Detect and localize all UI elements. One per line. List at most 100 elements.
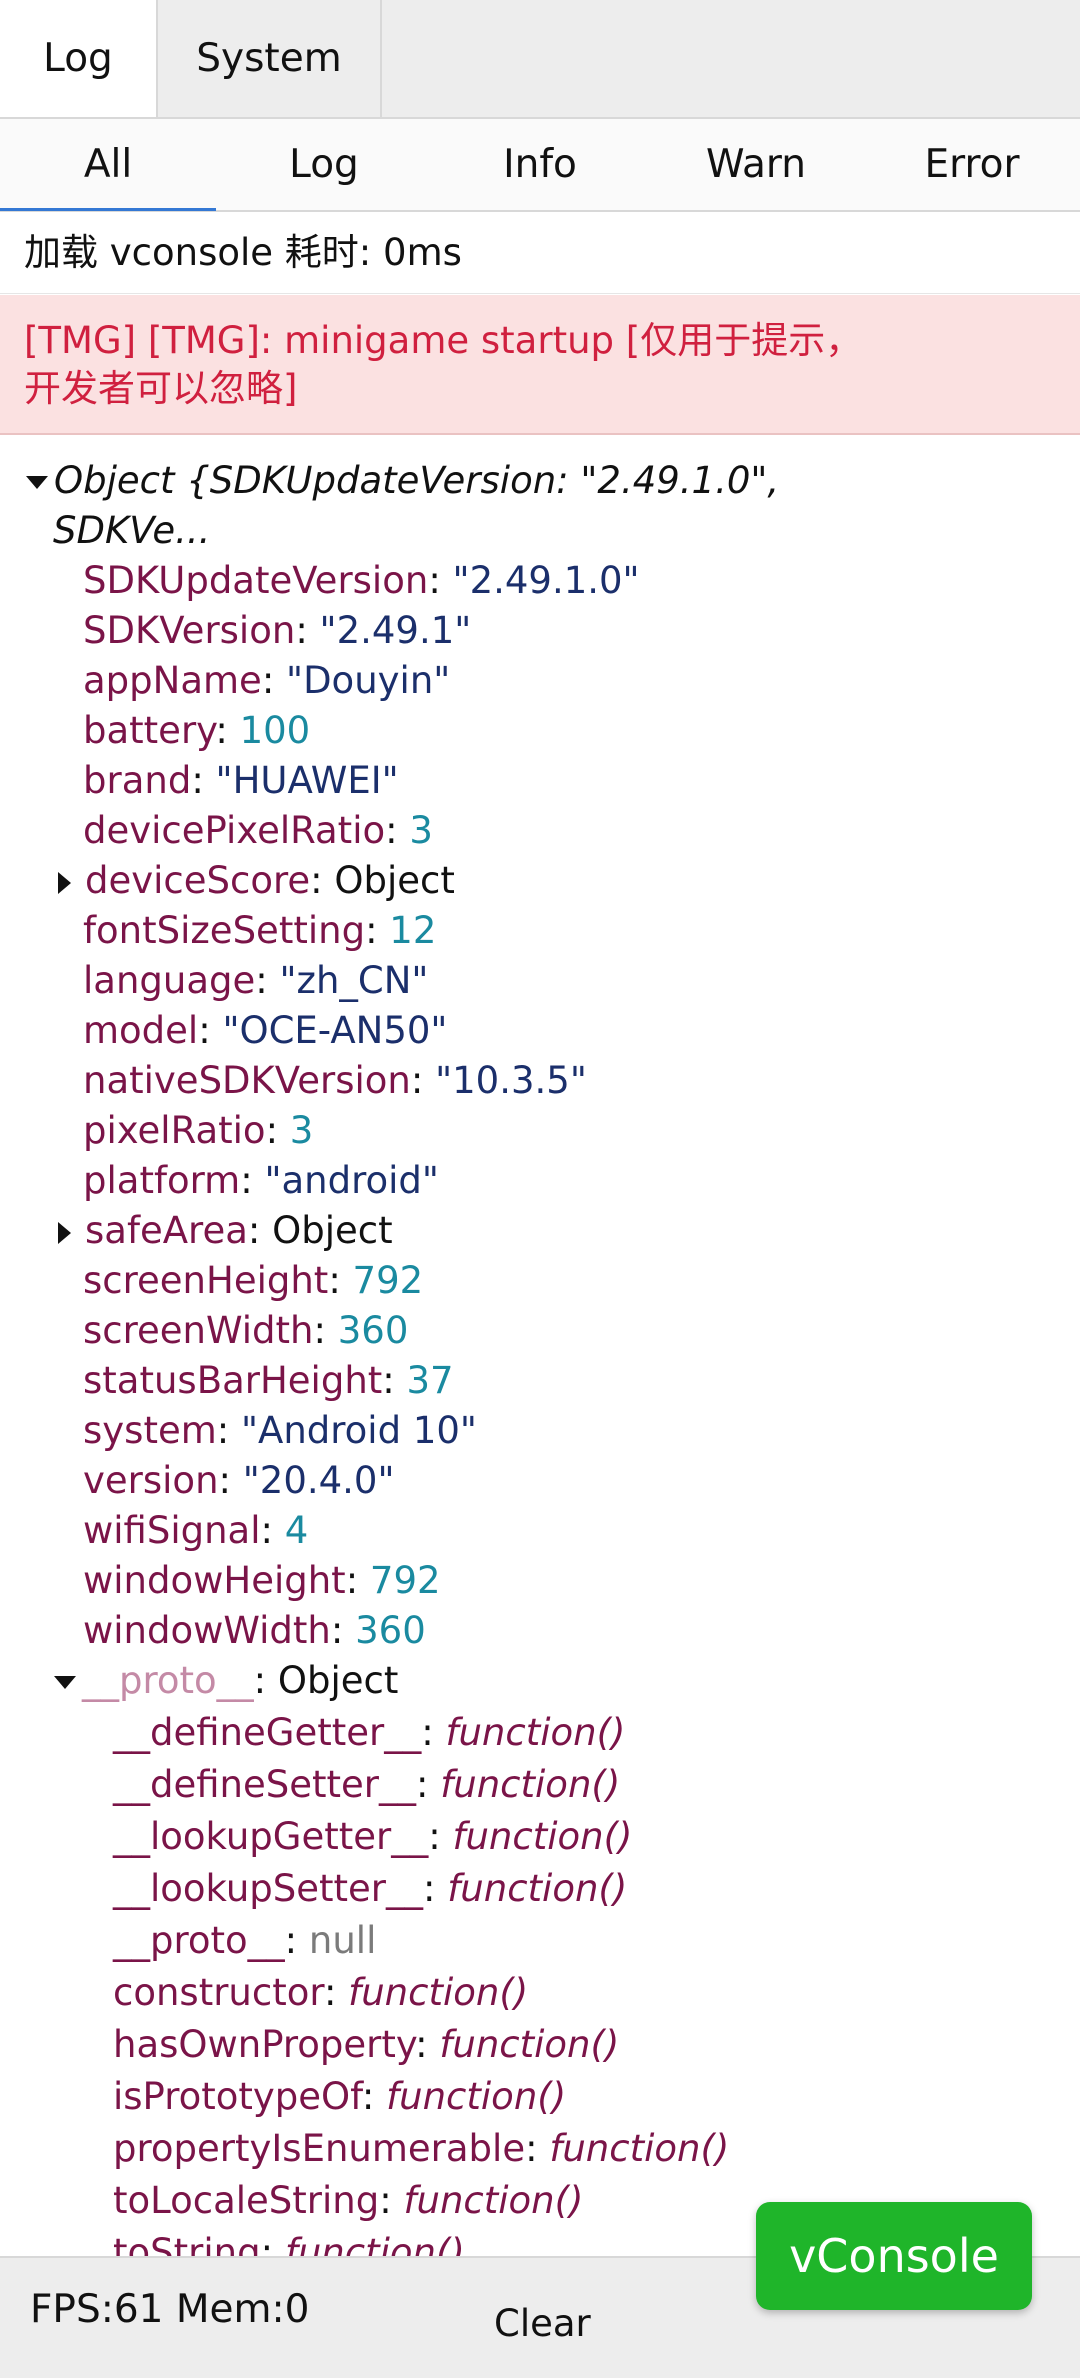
log-row-error: [TMG] [TMG]: minigame startup [仅用于提示， 开发… [0,295,1080,435]
prop-separator: : [198,1009,223,1052]
prop-value: function() [439,2023,620,2066]
prop-line: screenHeight: 792 [83,1256,423,1306]
prop-key: __lookupSetter__ [113,1867,424,1910]
prop-value: function() [549,2127,730,2170]
prop-separator: : [247,1209,273,1252]
prop-separator: : [421,1711,446,1754]
prop-separator: : [218,1459,243,1502]
prop-separator: : [215,709,240,752]
prop-value: Object [334,859,455,902]
prop-value: 360 [337,1309,409,1352]
prop-key: windowHeight [83,1559,346,1602]
prop-key: screenHeight [83,1259,329,1302]
prop-line: pixelRatio: 3 [83,1106,313,1156]
prop-value: "zh_CN" [279,959,429,1002]
prop-line: __defineSetter__: function() [113,1760,620,1810]
collapse-triangle-icon[interactable] [58,871,71,894]
prop-key: safeArea [85,1209,248,1252]
prop-value: 3 [289,1109,314,1152]
expand-triangle-icon[interactable] [26,476,48,489]
prop-separator: : [428,1815,453,1858]
prop-separator: : [423,1867,448,1910]
log-row-info: 加载 vconsole 耗时: 0ms [0,212,1080,294]
prop-separator: : [216,1409,241,1452]
tab-log[interactable]: Log [0,0,158,117]
prop-key: battery [83,709,216,752]
prop-separator: : [284,1919,309,1962]
proto-key: __proto__ [82,1659,254,1702]
prop-line: brand: "HUAWEI" [83,756,399,806]
prop-separator: : [361,2075,387,2118]
prop-separator: : [328,1259,353,1302]
prop-separator: : [416,1763,441,1806]
prop-separator: : [385,809,410,852]
prop-value: function() [403,2179,584,2222]
prop-key: hasOwnProperty [113,2023,416,2066]
prop-key: constructor [113,1971,324,2014]
prop-separator: : [295,609,320,652]
prop-key: __proto__ [113,1919,285,1962]
prop-separator: : [428,559,453,602]
collapse-triangle-icon[interactable] [58,1221,71,1244]
prop-line: system: "Android 10" [83,1406,477,1456]
prop-key: statusBarHeight [83,1359,383,1402]
prop-line: wifiSignal: 4 [83,1506,308,1556]
prop-key: SDKUpdateVersion [83,559,429,602]
prop-value: "android" [264,1159,439,1202]
prop-key: appName [83,659,262,702]
prop-key: windowWidth [83,1609,331,1652]
prop-line: __defineGetter__: function() [113,1708,625,1758]
bottom-bar: FPS:61 Mem:0 Clear [0,2256,1080,2378]
prop-separator: : [379,2179,404,2222]
prop-key: version [83,1459,219,1502]
object-header[interactable]: Object {SDKUpdateVersion: "2.49.1.0", [26,456,779,506]
vconsole-button[interactable]: vConsole [756,2202,1032,2310]
prop-value: function() [447,1867,628,1910]
prop-line[interactable]: safeArea: Object [58,1206,393,1256]
proto-line[interactable]: __proto__: Object [54,1656,398,1706]
prop-line: isPrototypeOf: function() [113,2072,566,2122]
filter-tab-error[interactable]: Error [924,142,1020,187]
prop-value: function() [348,1971,529,2014]
filter-tab-bar: All Log Info Warn Error [0,119,1080,212]
clear-button[interactable]: Clear [494,2302,591,2345]
prop-line: windowHeight: 792 [83,1556,441,1606]
prop-line: platform: "android" [83,1156,439,1206]
prop-value: "10.3.5" [435,1059,587,1102]
object-header-continued: SDKVe... [53,509,211,552]
prop-value: "HUAWEI" [215,759,399,802]
prop-key: devicePixelRatio [83,809,386,852]
prop-line: SDKVersion: "2.49.1" [83,606,471,656]
prop-key: screenWidth [83,1309,314,1352]
prop-key: toLocaleString [113,2179,380,2222]
prop-line: hasOwnProperty: function() [113,2020,619,2070]
prop-separator: : [255,959,280,1002]
prop-line: propertyIsEnumerable: function() [113,2124,729,2174]
prop-separator: : [525,2127,550,2170]
filter-tab-log[interactable]: Log [289,142,359,187]
proto-value: Object [277,1659,399,1702]
filter-tab-warn[interactable]: Warn [705,142,807,187]
prop-separator: : [345,1559,370,1602]
prop-key: isPrototypeOf [113,2075,362,2118]
prop-separator: : [191,759,216,802]
prop-separator: : [410,1059,436,1102]
expand-triangle-icon[interactable] [54,1676,76,1689]
prop-line: language: "zh_CN" [83,956,428,1006]
prop-line[interactable]: deviceScore: Object [58,856,455,906]
prop-value: "Android 10" [241,1409,477,1452]
prop-line: version: "20.4.0" [83,1456,395,1506]
filter-tab-info[interactable]: Info [503,142,577,187]
prop-key: wifiSignal [83,1509,261,1552]
prop-value: "OCE-AN50" [222,1009,448,1052]
prop-value: 792 [352,1259,424,1302]
tab-system[interactable]: System [158,0,382,117]
prop-line: statusBarHeight: 37 [83,1356,454,1406]
prop-separator: : [313,1309,338,1352]
filter-tab-all[interactable]: All [0,119,216,211]
top-tab-bar: Log System [0,0,1080,119]
prop-value: function() [445,1711,626,1754]
prop-value: 37 [406,1359,454,1402]
prop-key: __defineGetter__ [113,1711,422,1754]
prop-line: __lookupSetter__: function() [113,1864,627,1914]
